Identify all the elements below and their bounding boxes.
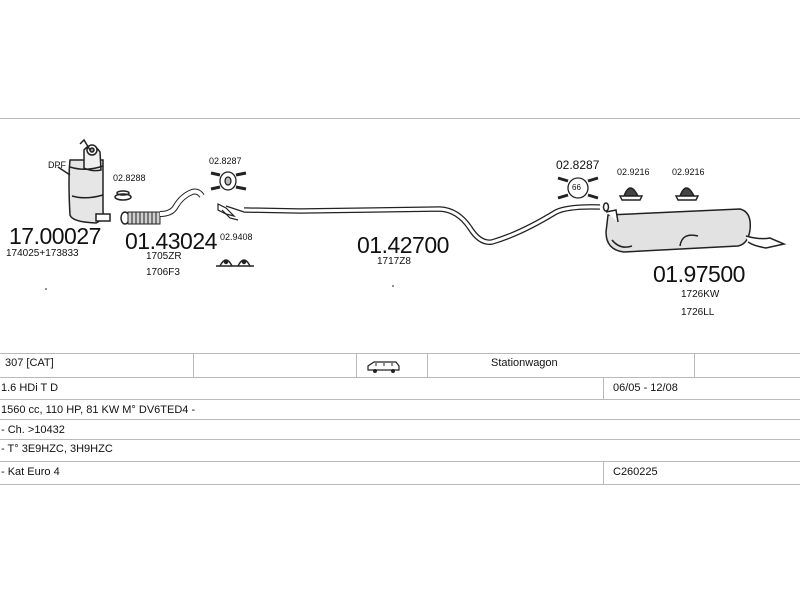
vehicle-engine: 1.6 HDi T D	[1, 382, 59, 394]
vehicle-chassis: - Ch. >10432	[1, 424, 65, 436]
front-pipe-icon	[120, 188, 205, 225]
hanger-number: 02.9216	[617, 167, 650, 177]
flange-joint-icon	[217, 203, 245, 221]
vehicle-period: 06/05 - 12/08	[613, 382, 678, 394]
hanger-icon	[618, 187, 700, 201]
vehicle-type-codes: - T° 3E9HZC, 3H9HZC	[1, 443, 113, 455]
table-border	[0, 419, 800, 420]
dot-mark-icon	[392, 285, 394, 287]
clamp-badge: 66	[572, 183, 581, 192]
clamp-gasket-icon	[210, 171, 247, 191]
table-divider	[603, 377, 604, 399]
front-pipe-part-number: 01.43024	[125, 228, 217, 254]
table-border	[0, 461, 800, 462]
clamp-gasket-icon	[557, 176, 599, 200]
hanger-number: 02.9216	[672, 167, 705, 177]
rear-silencer-code: 1726KW	[681, 289, 720, 300]
vehicle-model: 307 [CAT]	[5, 357, 54, 369]
table-border	[0, 399, 800, 400]
clamp-number: 02.8288	[113, 173, 146, 183]
vehicle-body: Stationwagon	[491, 357, 558, 369]
dpf-tag: DPF	[48, 160, 66, 170]
dpf-part-number: 17.00027	[9, 223, 101, 249]
table-border	[0, 439, 800, 440]
rear-silencer-icon	[602, 202, 787, 253]
clamp-number: 02.8287	[209, 156, 242, 166]
vehicle-specs: 1560 cc, 110 HP, 81 KW M° DV6TED4 -	[1, 404, 196, 416]
dpf-code: 174025+173833	[6, 248, 79, 259]
rear-silencer-code: 1726LL	[681, 307, 715, 318]
table-border	[0, 484, 800, 485]
middle-pipe-part-number: 01.42700	[357, 232, 449, 258]
table-border	[0, 377, 800, 378]
table-divider	[427, 353, 428, 377]
dot-mark-icon	[45, 288, 47, 290]
clamp-number: 02.9408	[220, 232, 253, 242]
table-divider	[193, 353, 194, 377]
table-border	[0, 353, 800, 354]
vehicle-emission: - Kat Euro 4	[1, 466, 60, 478]
station-wagon-icon	[367, 361, 400, 373]
clamp-number: 02.8287	[556, 158, 600, 172]
middle-pipe-icon	[243, 204, 601, 245]
table-divider	[603, 461, 604, 484]
vehicle-ref: C260225	[613, 466, 658, 478]
rear-silencer-part-number: 01.97500	[653, 261, 745, 287]
table-divider	[356, 353, 357, 377]
bracket-pair-icon	[216, 259, 254, 267]
middle-pipe-code: 1717Z8	[377, 256, 411, 267]
clamp-ring-icon	[114, 190, 132, 201]
dpf-canister-icon	[57, 138, 111, 224]
top-border	[0, 118, 800, 119]
table-divider	[694, 353, 695, 377]
front-pipe-code: 1705ZR	[146, 251, 182, 262]
front-pipe-code: 1706F3	[146, 267, 180, 278]
